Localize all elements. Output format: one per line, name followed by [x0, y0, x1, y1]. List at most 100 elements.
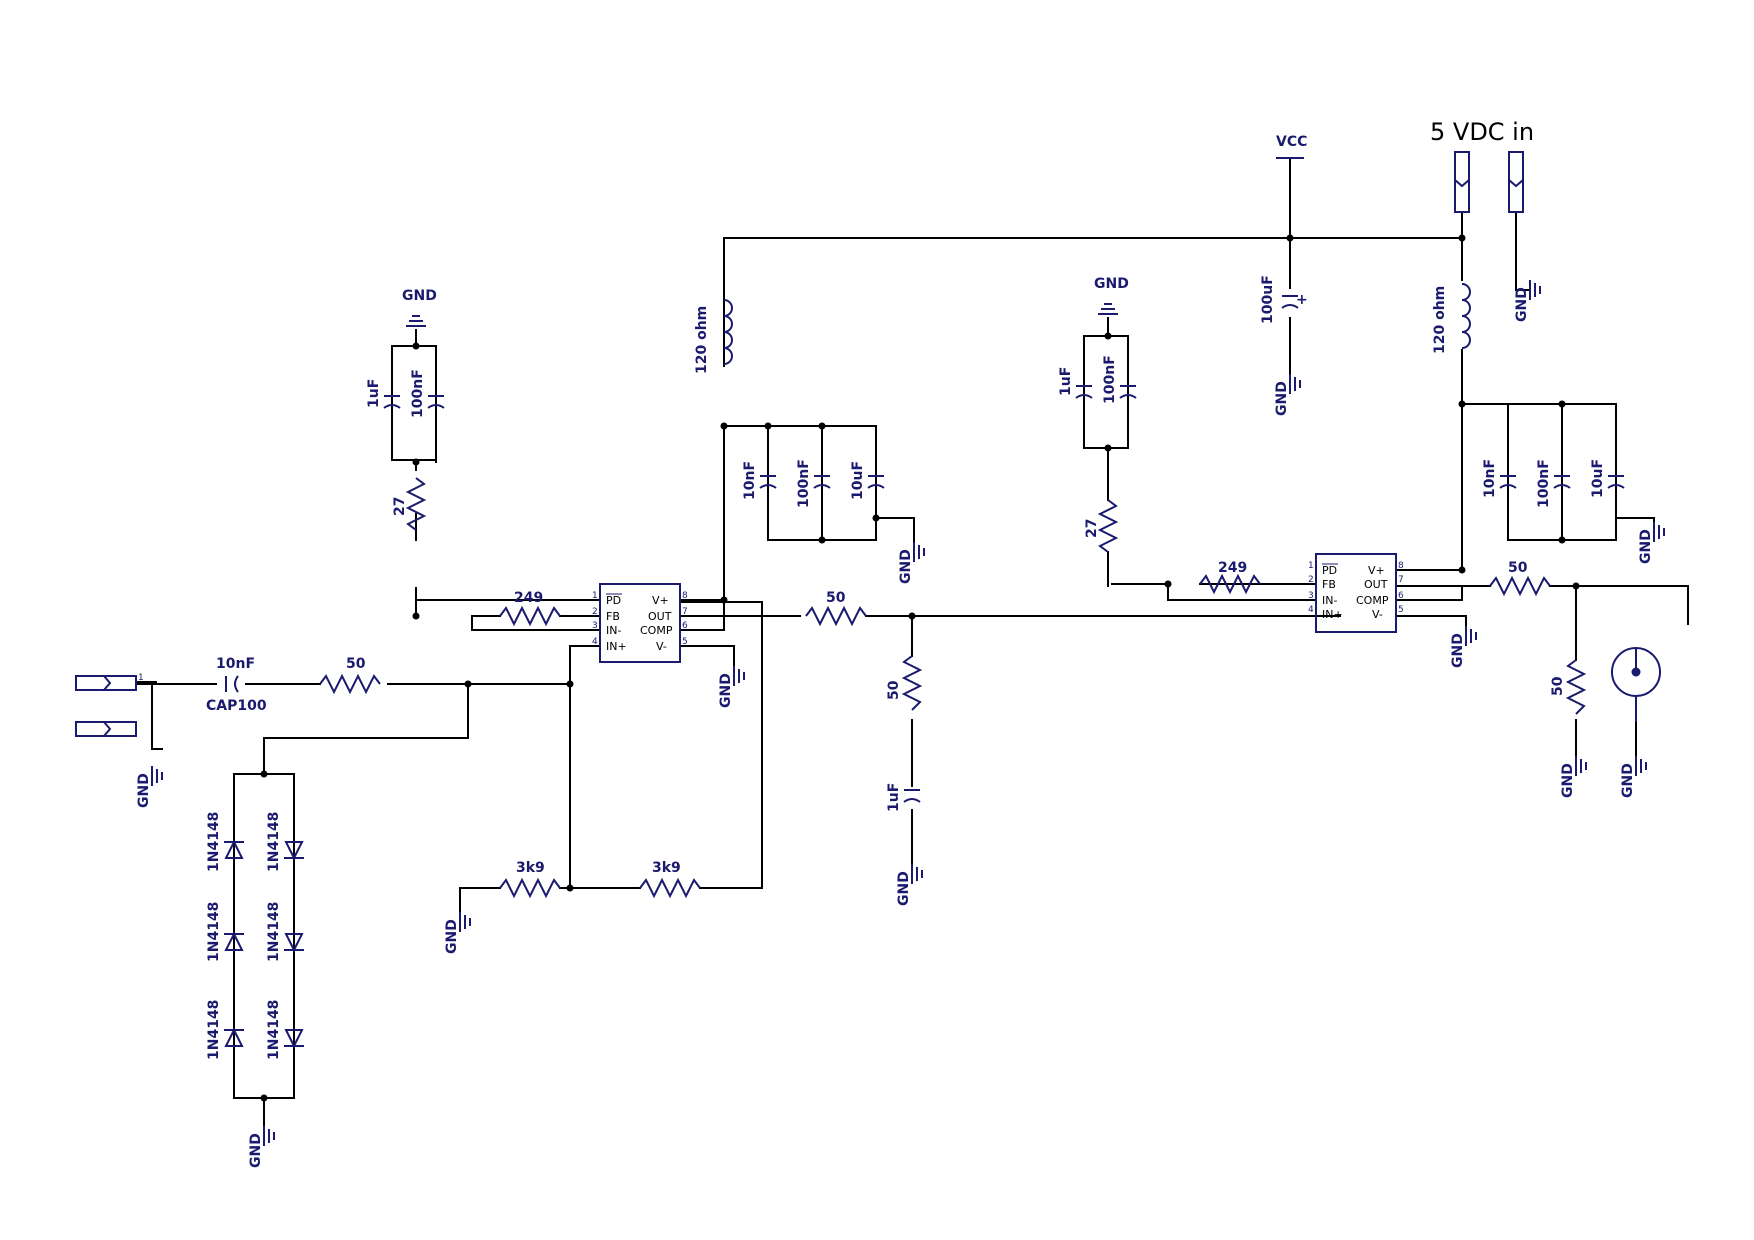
- resistor-u1-feedback: 249: [499, 590, 561, 627]
- svg-text:COMP: COMP: [640, 624, 673, 637]
- ground-symbol: GND: [898, 542, 925, 584]
- resistor-output-shunt: 50: [1550, 659, 1587, 715]
- capacitor-u2-dec-1uf: 1uF: [1058, 367, 1093, 399]
- diode-column-right: 1N4148 1N4148 1N4148: [266, 812, 304, 1060]
- resistor-bias-2: 3k9: [639, 860, 701, 899]
- resistor-u2-gain: 27: [1084, 499, 1119, 553]
- ground-symbol: GND: [1274, 374, 1301, 416]
- svg-text:FB: FB: [606, 610, 620, 623]
- svg-text:IN-: IN-: [1322, 594, 1337, 607]
- ground-symbol: GND: [1450, 626, 1477, 668]
- inductor-l1: 120 ohm: [694, 299, 733, 374]
- svg-text:100uF: 100uF: [1260, 275, 1276, 324]
- ground-symbol: GND: [444, 912, 471, 954]
- ground-symbol: GND: [718, 666, 745, 708]
- ground-symbol: GND: [1514, 280, 1541, 322]
- svg-text:V-: V-: [1372, 608, 1383, 621]
- svg-text:50: 50: [1508, 560, 1528, 576]
- gnd-label: GND: [1094, 276, 1129, 292]
- svg-text:10nF: 10nF: [216, 656, 255, 672]
- svg-text:1uF: 1uF: [886, 783, 902, 812]
- vcc-symbol: VCC: [1276, 134, 1307, 159]
- capacitor-u2-10uf: 10uF: [1590, 459, 1625, 498]
- svg-text:50: 50: [886, 680, 902, 700]
- svg-text:10nF: 10nF: [742, 461, 758, 500]
- capacitor-mid-1uf: 1uF: [886, 783, 921, 812]
- svg-text:1N4148: 1N4148: [266, 1000, 282, 1060]
- svg-text:6: 6: [682, 621, 688, 631]
- svg-text:COMP: COMP: [1356, 594, 1389, 607]
- svg-text:1: 1: [1308, 561, 1314, 571]
- gnd-label: GND: [1620, 763, 1636, 798]
- ic-u2: PD FB IN- IN+ V+ OUT COMP V- 1 2 3 4 8 7…: [1308, 553, 1404, 633]
- resistor-mid-shunt: 50: [886, 655, 923, 711]
- capacitor-u1-dec-100nf: 100nF: [410, 369, 445, 418]
- svg-text:8: 8: [682, 591, 688, 601]
- capacitor-u2-10nf: 10nF: [1482, 459, 1517, 498]
- ground-symbol: GND: [248, 1126, 275, 1168]
- svg-text:IN-: IN-: [606, 624, 621, 637]
- svg-text:1N4148: 1N4148: [206, 1000, 222, 1060]
- ground-symbol: GND: [136, 766, 163, 808]
- resistor-mid-series: 50: [805, 590, 867, 627]
- bnc-output-connector: [1611, 647, 1661, 722]
- resistor-input: 50: [319, 656, 381, 695]
- gnd-label: GND: [896, 871, 912, 906]
- svg-text:1N4148: 1N4148: [206, 812, 222, 872]
- svg-text:7: 7: [682, 607, 688, 617]
- svg-text:2: 2: [1308, 575, 1314, 585]
- svg-text:1uF: 1uF: [366, 379, 382, 408]
- svg-text:CAP100: CAP100: [206, 698, 267, 714]
- gnd-label: GND: [1514, 287, 1530, 322]
- power-input-title: 5 VDC in: [1430, 118, 1534, 146]
- ground-symbol: GND: [896, 864, 923, 906]
- svg-text:100nF: 100nF: [410, 369, 426, 418]
- svg-text:1: 1: [592, 591, 598, 601]
- svg-text:50: 50: [826, 590, 846, 606]
- svg-text:120 ohm: 120 ohm: [1432, 286, 1448, 354]
- svg-text:2: 2: [592, 607, 598, 617]
- resistor-u2-feedback: 249: [1199, 560, 1261, 595]
- ground-symbol: GND: [1560, 756, 1587, 798]
- svg-text:249: 249: [1218, 560, 1247, 576]
- svg-text:5: 5: [1398, 605, 1404, 615]
- svg-text:3: 3: [1308, 591, 1314, 601]
- capacitor-u2-dec-100nf: 100nF: [1102, 355, 1137, 404]
- svg-text:7: 7: [1398, 575, 1404, 585]
- svg-text:4: 4: [1308, 605, 1314, 615]
- svg-text:6: 6: [1398, 591, 1404, 601]
- capacitor-u1-10nf: 10nF: [742, 461, 777, 500]
- ground-symbol: GND: [1620, 756, 1647, 798]
- svg-text:10uF: 10uF: [1590, 459, 1606, 498]
- gnd-label: GND: [444, 919, 460, 954]
- svg-text:50: 50: [346, 656, 366, 672]
- wires: [135, 157, 1689, 1131]
- svg-text:3: 3: [592, 621, 598, 631]
- gnd-label: GND: [1274, 381, 1290, 416]
- svg-text:V+: V+: [652, 594, 669, 607]
- capacitor-input: 10nF CAP100: [206, 656, 267, 714]
- svg-text:3k9: 3k9: [652, 860, 681, 876]
- ground-symbol: GND: [1094, 276, 1129, 315]
- svg-text:PD: PD: [1322, 564, 1337, 577]
- capacitor-u1-dec-1uf: 1uF: [366, 379, 401, 409]
- svg-text:PD: PD: [606, 594, 621, 607]
- gnd-label: GND: [1450, 633, 1466, 668]
- svg-text:5: 5: [682, 637, 688, 647]
- capacitor-bulk-100uf: + 100uF: [1260, 275, 1308, 324]
- gnd-label: GND: [248, 1133, 264, 1168]
- svg-text:4: 4: [592, 637, 598, 647]
- svg-text:10nF: 10nF: [1482, 459, 1498, 498]
- gnd-label: GND: [1560, 763, 1576, 798]
- svg-text:1: 1: [138, 673, 144, 683]
- gnd-label: GND: [136, 773, 152, 808]
- gnd-label: GND: [1638, 529, 1654, 564]
- svg-text:VCC: VCC: [1276, 134, 1307, 150]
- diode-column-left: 1N4148 1N4148 1N4148: [206, 812, 244, 1060]
- svg-text:FB: FB: [1322, 578, 1336, 591]
- junction-dots: [260, 234, 1580, 1102]
- svg-text:V-: V-: [656, 640, 667, 653]
- svg-text:IN+: IN+: [606, 640, 627, 653]
- inductor-l2: 120 ohm: [1432, 283, 1471, 354]
